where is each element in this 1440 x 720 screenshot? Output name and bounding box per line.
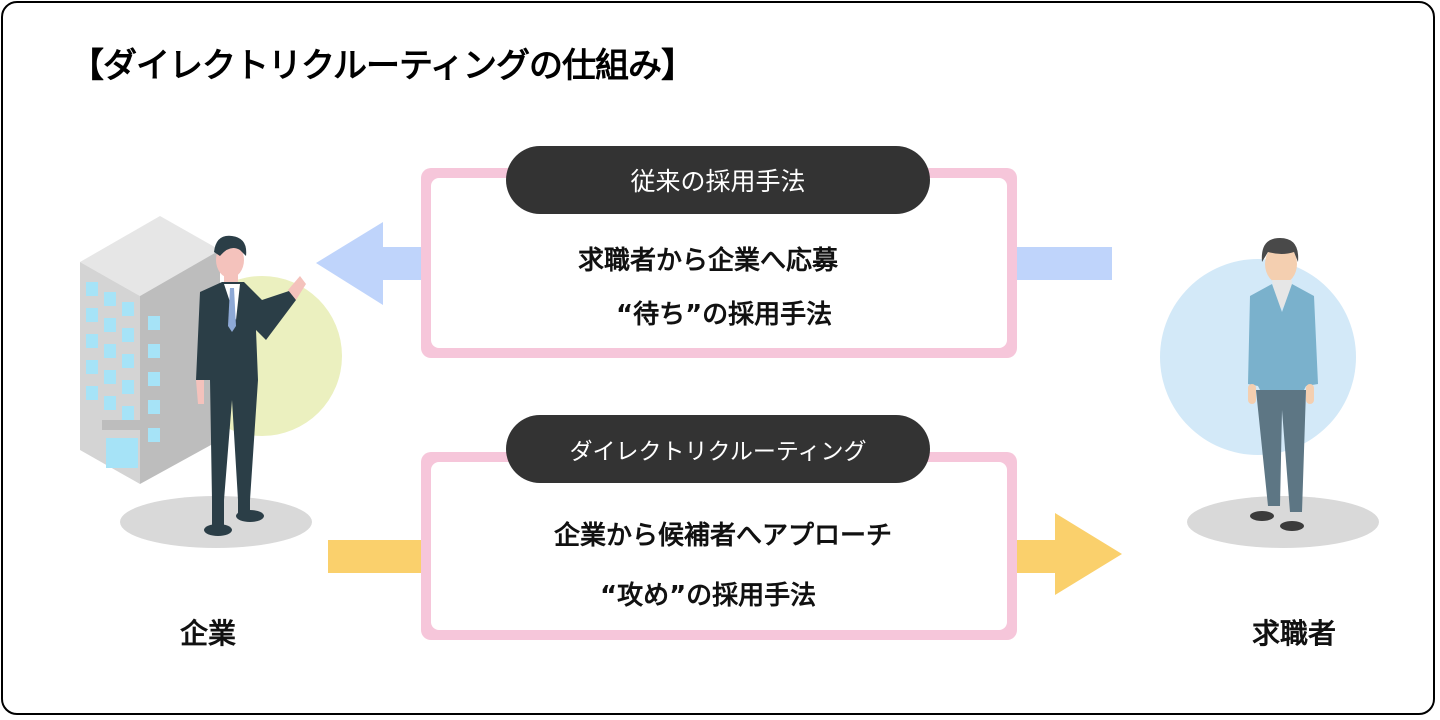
arrow-right-head <box>1017 513 1122 595</box>
traditional-line-2: “待ち”の採用手法 <box>616 300 833 330</box>
jobseeker-label: 求職者 <box>1252 617 1337 650</box>
direct-recruiting-box <box>421 452 1017 640</box>
arrow-left-head <box>316 222 421 305</box>
traditional-line-1: 求職者から企業へ応募 <box>578 246 839 276</box>
traditional-method-header: 従来の採用手法 <box>506 146 930 214</box>
jobseeker-shadow <box>1187 496 1379 548</box>
arrow-left-tail <box>1017 247 1112 280</box>
company-label: 企業 <box>180 617 237 650</box>
direct-line-1: 企業から候補者へアプローチ <box>554 521 893 551</box>
diagram-title: 【ダイレクトリクルーティングの仕組み】 <box>70 46 695 86</box>
direct-line-2: “攻め”の採用手法 <box>600 581 817 611</box>
arrow-right-tail <box>328 540 421 573</box>
direct-recruiting-header: ダイレクトリクルーティング <box>506 415 930 483</box>
jobseeker-person-icon <box>1248 238 1318 531</box>
businessman-icon <box>196 235 306 536</box>
